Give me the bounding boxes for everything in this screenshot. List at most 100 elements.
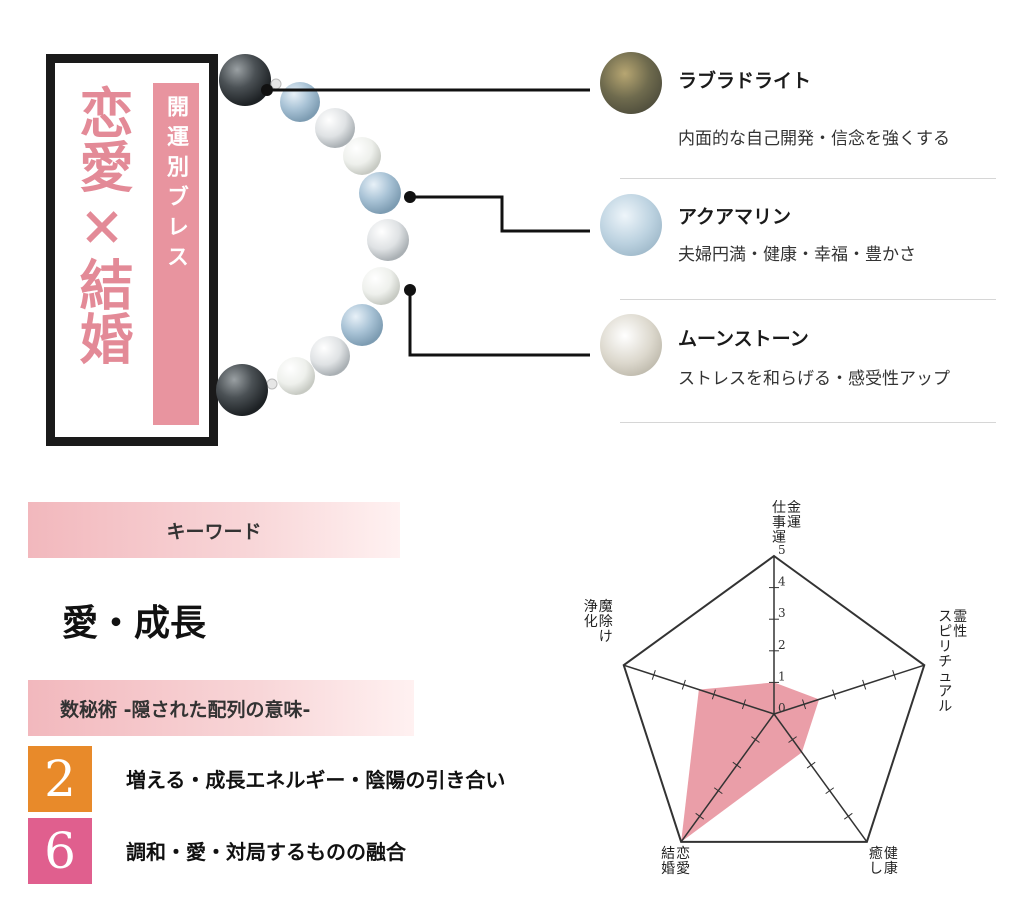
connector-dot — [404, 191, 416, 203]
radar-tick — [751, 736, 760, 743]
radar-axis-label: ル — [938, 699, 952, 715]
radar-spoke — [680, 713, 775, 843]
radar-axis-label: 運 — [787, 515, 801, 531]
radar-axis-label: 康 — [884, 860, 898, 877]
bead-hematite — [219, 54, 271, 106]
bead-moonstone — [277, 357, 315, 395]
radar-tick — [892, 670, 897, 680]
bead-aquamarine — [359, 172, 401, 214]
radar-axis-label: ア — [938, 684, 952, 700]
radar-outline — [622, 554, 926, 843]
radar-data-area — [681, 682, 820, 842]
title-main: 恋愛×結婚 — [70, 85, 134, 365]
radar-axis-label: し — [869, 861, 883, 877]
connector-dot — [261, 84, 273, 96]
radar-scale-label: 0 — [778, 701, 786, 715]
connector-aquamarine — [410, 195, 590, 233]
radar-axis-label: 癒 — [869, 846, 883, 862]
connector-moonstone — [408, 290, 590, 357]
radar-axis-label: ュ — [938, 669, 952, 685]
radar-tick — [695, 812, 705, 820]
keyword-text: 愛・成長 — [62, 602, 207, 644]
radar-axis-label: ピ — [938, 624, 952, 640]
radar-spoke — [773, 713, 868, 843]
divider — [620, 178, 996, 179]
radar-axis-label: 魔 — [599, 599, 613, 615]
stone-row-labradorite: ラブラドライト 内面的な自己開発・信念を強くする — [600, 52, 1010, 162]
radar-axis-label: 化 — [584, 614, 598, 630]
radar-tick — [711, 689, 716, 700]
radar-scale-label: 2 — [778, 638, 786, 652]
radar-axis-label: 恋 — [676, 845, 690, 862]
radar-tick — [802, 699, 807, 710]
number-meaning: 増える・成長エネルギー・陰陽の引き合い — [126, 768, 506, 792]
bead-crystal — [310, 336, 350, 376]
radar-spoke — [623, 664, 775, 715]
radar-axis-label: 健 — [884, 846, 898, 862]
bead-hematite — [216, 364, 268, 416]
radar-tick — [832, 689, 837, 700]
moonstone-image — [600, 314, 662, 376]
radar-axis-label: 運 — [772, 530, 786, 546]
stone-row-moonstone: ムーンストーン ストレスを和らげる・感受性アップ — [600, 310, 1010, 420]
numerology-label: 数秘術 -隠された配列の意味- — [60, 698, 311, 721]
radar-axis-label: 金 — [787, 500, 801, 516]
radar-scale-label: 5 — [778, 543, 786, 557]
number-badge: 6 — [28, 818, 92, 884]
radar-tick — [862, 679, 867, 690]
radar-scale-label: 1 — [778, 669, 786, 683]
radar-scale-label: 4 — [778, 575, 786, 589]
radar-tick — [732, 761, 742, 769]
aquamarine-image — [600, 194, 662, 256]
labradorite-image — [600, 52, 662, 114]
stone-name: ラブラドライト — [678, 70, 812, 92]
radar-axis-label: 愛 — [676, 861, 690, 877]
stone-desc: ストレスを和らげる・感受性アップ — [678, 369, 950, 389]
radar-axis-label: 性 — [953, 624, 967, 640]
connector-dot — [404, 284, 416, 296]
radar-axis-label: 仕 — [772, 500, 786, 516]
title-box: 恋愛×結婚 開運別ブレス — [46, 54, 218, 446]
radar-axis-label: ス — [938, 609, 952, 625]
radar-axis-label: チ — [938, 654, 952, 670]
keyword-header: キーワード — [28, 502, 400, 558]
number-badge: 2 — [28, 746, 92, 812]
radar-tick — [806, 761, 816, 769]
radar-tick — [741, 699, 746, 710]
radar-axis-label: 浄 — [584, 599, 598, 615]
stone-desc: 夫婦円満・健康・幸福・豊かさ — [678, 245, 916, 265]
bead-aquamarine — [341, 304, 383, 346]
radar-axis-label: 事 — [772, 515, 786, 531]
stone-name: ムーンストーン — [678, 328, 809, 350]
radar-axis-label: 婚 — [661, 861, 675, 877]
radar-axis-label: リ — [938, 639, 952, 655]
radar-tick — [843, 812, 853, 820]
stone-desc: 内面的な自己開発・信念を強くする — [678, 129, 950, 149]
radar-scale-label: 3 — [778, 606, 786, 620]
radar-spoke — [773, 664, 925, 715]
title-sub: 開運別ブレス — [153, 83, 199, 425]
radar-tick — [681, 679, 686, 690]
bead-moonstone — [343, 137, 381, 175]
bead-crystal — [315, 108, 355, 148]
keyword-label: キーワード — [166, 520, 262, 543]
divider — [620, 299, 996, 300]
radar-axis-label: 除 — [599, 614, 613, 630]
divider — [620, 422, 996, 423]
stone-name: アクアマリン — [678, 206, 792, 228]
bead-crystal — [367, 219, 409, 261]
radar-tick — [651, 670, 656, 680]
bead-aquamarine — [280, 82, 320, 122]
radar-axis-label: 霊 — [953, 609, 967, 625]
radar-tick — [713, 787, 723, 795]
radar-axis-label: 結 — [661, 846, 675, 862]
numerology-header: 数秘術 -隠された配列の意味- — [28, 680, 414, 736]
stone-row-aquamarine: アクアマリン 夫婦円満・健康・幸福・豊かさ — [600, 188, 1010, 298]
radar-axis-label: け — [599, 629, 613, 645]
number-meaning: 調和・愛・対局するものの融合 — [126, 840, 406, 864]
connector-lines — [261, 84, 590, 357]
bracelet-illustration — [216, 54, 409, 416]
bead-moonstone — [362, 267, 400, 305]
radar-tick — [788, 736, 797, 743]
